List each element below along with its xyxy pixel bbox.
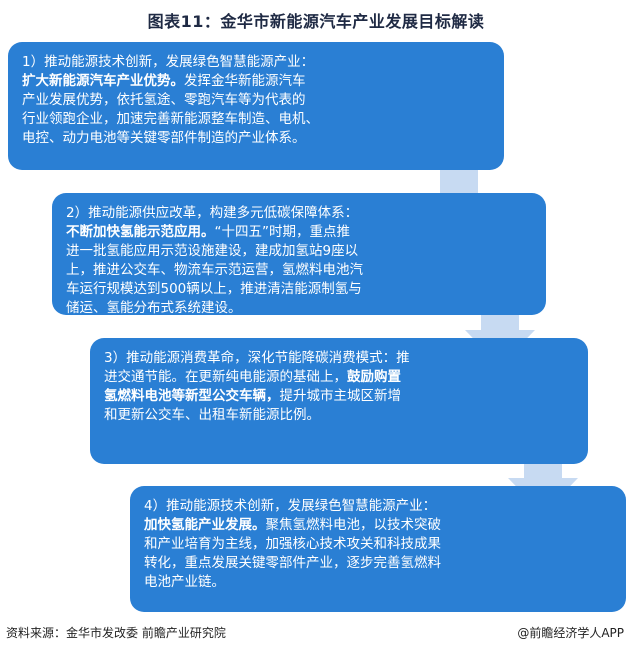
- goal-text-line: 电控、动力电池等关键零部件制造的产业体系。: [22, 129, 490, 148]
- goal-text: 提升城市主城区新增: [279, 388, 402, 404]
- goal-text: 1）推动能源技术创新，发展绿色智慧能源产业：: [22, 54, 315, 70]
- goal-text-line: 加快氢能产业发展。聚焦氢燃料电池，以技术突破: [144, 516, 612, 535]
- goal-highlight-text: 不断加快氢能示范应用。: [66, 224, 215, 240]
- goal-box-2: 2）推动能源供应改革，构建多元低碳保障体系： 不断加快氢能示范应用。“十四五”时期…: [52, 193, 546, 318]
- goal-text-line: 转化，重点发展关键零部件产业，逐步完善氢燃料: [144, 554, 612, 573]
- goal-text: 转化，重点发展关键零部件产业，逐步完善氢燃料: [144, 555, 441, 571]
- goal-text-line: 扩大新能源汽车产业优势。发挥金华新能源汽车: [22, 72, 490, 91]
- brand-credit: @前瞻经济学人APP: [517, 626, 624, 640]
- goal-box-3: 3）推动能源消费革命，深化节能降碳消费模式：推进交通节能。在更新纯电能源的基础上…: [90, 338, 588, 464]
- goal-text-line: 和产业培育为主线，加强核心技术攻关和科技成果: [144, 535, 612, 554]
- goal-text-line: 储运、氢能分布式系统建设。: [66, 299, 532, 318]
- goal-text-line: 车运行规模达到500辆以上，推进清洁能源制氢与: [66, 280, 532, 299]
- goal-text: 4）推动能源技术创新，发展绿色智慧能源产业：: [144, 498, 437, 514]
- goal-text: 2）推动能源供应改革，构建多元低碳保障体系：: [66, 205, 359, 221]
- goal-text-line: 2）推动能源供应改革，构建多元低碳保障体系：: [66, 204, 532, 223]
- goal-text-line: 3）推动能源消费革命，深化节能降碳消费模式：推: [104, 349, 574, 368]
- goal-text: “十四五”时期，重点推: [214, 224, 351, 240]
- goal-highlight-text: 氢燃料电池等新型公交车辆，: [104, 388, 280, 404]
- goal-text-line: 产业发展优势，依托氢途、零跑汽车等为代表的: [22, 91, 490, 110]
- goal-text-line: 氢燃料电池等新型公交车辆，提升城市主城区新增: [104, 387, 574, 406]
- goal-text: 3）推动能源消费革命，深化节能降碳消费模式：推: [104, 350, 410, 366]
- goal-text: 进一批氢能应用示范设施建设，建成加氢站9座以: [66, 243, 359, 259]
- figure-title: 图表11：金华市新能源汽车产业发展目标解读: [147, 12, 485, 31]
- goal-text: 车运行规模达到500辆以上，推进清洁能源制氢与: [66, 281, 362, 297]
- goal-text-line: 进交通节能。在更新纯电能源的基础上，鼓励购置: [104, 368, 574, 387]
- goal-text: 聚焦氢燃料电池，以技术突破: [265, 517, 442, 533]
- goal-text-line: 行业领跑企业，加速完善新能源整车制造、电机、: [22, 110, 490, 129]
- goal-text-line: 进一批氢能应用示范设施建设，建成加氢站9座以: [66, 242, 532, 261]
- goal-text: 电池产业链。: [144, 574, 225, 590]
- goal-text-line: 1）推动能源技术创新，发展绿色智慧能源产业：: [22, 53, 490, 72]
- goal-text-line: 和更新公交车、出租车新能源比例。: [104, 406, 574, 425]
- goal-text: 产业发展优势，依托氢途、零跑汽车等为代表的: [22, 92, 306, 108]
- goal-text: 发挥金华新能源汽车: [184, 73, 306, 89]
- goal-text: 上，推进公交车、物流车示范运营，氢燃料电池汽: [66, 262, 363, 278]
- goal-highlight-text: 扩大新能源汽车产业优势。: [22, 73, 184, 89]
- goal-text: 和更新公交车、出租车新能源比例。: [104, 407, 320, 423]
- goal-text: 进交通节能。在更新纯电能源的基础上，: [104, 369, 347, 385]
- goal-text-line: 不断加快氢能示范应用。“十四五”时期，重点推: [66, 223, 532, 242]
- goal-highlight-text: 鼓励购置: [347, 369, 401, 385]
- goal-text: 电控、动力电池等关键零部件制造的产业体系。: [22, 130, 306, 146]
- goal-text: 和产业培育为主线，加强核心技术攻关和科技成果: [144, 536, 441, 552]
- goal-highlight-text: 加快氢能产业发展。: [144, 517, 266, 533]
- goal-text-line: 上，推进公交车、物流车示范运营，氢燃料电池汽: [66, 261, 532, 280]
- goal-text-line: 4）推动能源技术创新，发展绿色智慧能源产业：: [144, 497, 612, 516]
- goal-text: 行业领跑企业，加速完善新能源整车制造、电机、: [22, 111, 319, 127]
- goal-box-4: 4）推动能源技术创新，发展绿色智慧能源产业： 加快氢能产业发展。聚焦氢燃料电池，以…: [130, 486, 626, 612]
- goal-box-1: 1）推动能源技术创新，发展绿色智慧能源产业： 扩大新能源汽车产业优势。发挥金华新能…: [8, 42, 504, 170]
- source-note: 资料来源：金华市发改委 前瞻产业研究院: [6, 626, 226, 640]
- goal-text: 储运、氢能分布式系统建设。: [66, 300, 242, 316]
- goal-text-line: 电池产业链。: [144, 573, 612, 592]
